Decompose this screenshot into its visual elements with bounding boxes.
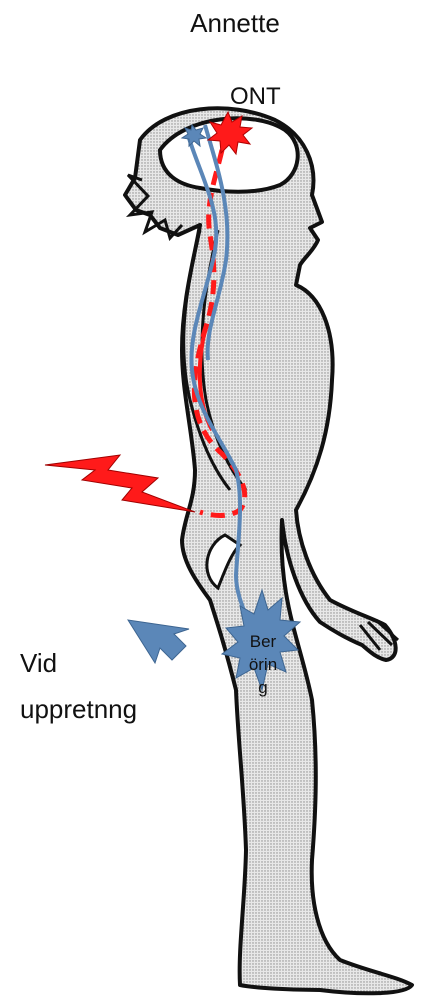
caption: Vid uppretnng xyxy=(20,640,137,732)
caption-line-2: uppretnng xyxy=(20,686,137,732)
red-lightning-icon xyxy=(45,455,195,512)
touch-label: Berörin g xyxy=(246,630,280,699)
body-silhouette xyxy=(125,108,412,993)
caption-line-1: Vid xyxy=(20,640,137,686)
blue-arrow-icon xyxy=(128,620,189,663)
pain-label: ONT xyxy=(230,83,281,111)
